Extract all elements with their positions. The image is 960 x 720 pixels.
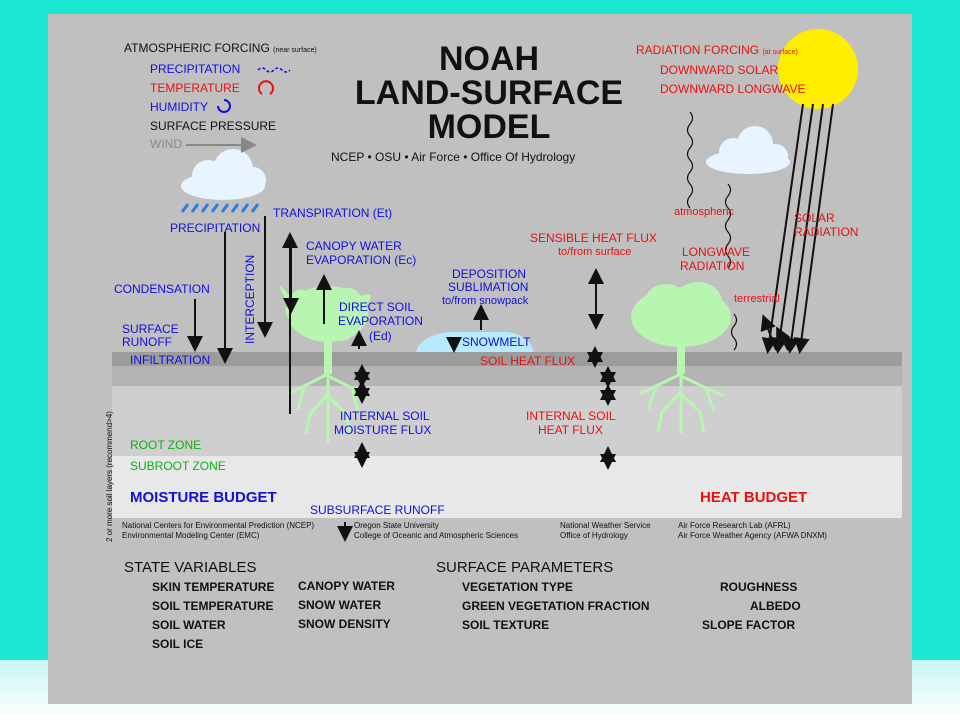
root-zone-band (112, 386, 902, 456)
credit-af-1: Air Force Research Lab (AFRL) (678, 521, 791, 530)
label-solar-1: SOLAR (794, 211, 835, 225)
label-longwave-2: RADIATION (680, 259, 745, 273)
label-snowmelt: SNOWMELT (462, 335, 531, 349)
label-terrestrial: terrestrial (734, 293, 780, 305)
forcing-temperature: TEMPERATURE (150, 81, 240, 95)
diagram-graphics (180, 29, 858, 542)
label-interception: INTERCEPTION (243, 254, 257, 344)
atmospheric-forcing-header: ATMOSPHERIC FORCING (near surface) (124, 41, 317, 55)
surface-param-item: ALBEDO (750, 599, 801, 613)
state-variables-header: STATE VARIABLES (124, 559, 257, 576)
surface-parameters-header: SURFACE PARAMETERS (436, 559, 614, 576)
state-var-item: SNOW WATER (298, 598, 382, 612)
label-internal-heat-1: INTERNAL SOIL (526, 409, 616, 423)
label-solar-2: RADIATION (794, 225, 859, 239)
label-transpiration: TRANSPIRATION (Et) (273, 206, 393, 220)
top-soil-band (112, 366, 902, 386)
label-infiltration: INFILTRATION (130, 353, 211, 367)
label-canopy-water-2: EVAPORATION (Ec) (306, 253, 417, 267)
credit-osu-1: Oregon State University (354, 521, 439, 530)
surface-param-item: SLOPE FACTOR (702, 618, 796, 632)
subroot-zone-band (112, 456, 902, 518)
title-line-1: NOAH (438, 40, 540, 78)
label-deposition-2: SUBLIMATION (448, 280, 529, 294)
state-var-item: SNOW DENSITY (298, 617, 391, 631)
credit-ncep-2: Environmental Modeling Center (EMC) (122, 531, 260, 540)
label-direct-soil-3: (Ed) (369, 329, 392, 343)
label-soil-layers-note: 2 or more soil layers (recommend>4) (105, 411, 114, 542)
radiation-forcing-header: RADIATION FORCING (at surface) (636, 43, 798, 57)
state-var-item: SOIL WATER (152, 618, 226, 632)
label-deposition-1: DEPOSITION (452, 267, 527, 281)
surface-param-item: SOIL TEXTURE (462, 618, 550, 632)
label-precipitation: PRECIPITATION (170, 221, 261, 235)
label-deposition-3: to/from snowpack (442, 295, 529, 307)
label-moisture-budget: MOISTURE BUDGET (130, 489, 277, 506)
title-line-2: LAND-SURFACE (354, 74, 624, 112)
label-root-zone: ROOT ZONE (130, 438, 202, 452)
label-direct-soil-1: DIRECT SOIL (339, 300, 415, 314)
label-sensible-heat-1: SENSIBLE HEAT FLUX (530, 231, 657, 245)
label-canopy-water-1: CANOPY WATER (306, 239, 402, 253)
credit-nws-2: Office of Hydrology (560, 531, 628, 540)
credit-af-2: Air Force Weather Agency (AFWA DNXM) (678, 531, 827, 540)
title-line-3: MODEL (427, 108, 551, 146)
forcing-wind: WIND (150, 137, 182, 151)
radiation-downward-solar: DOWNWARD SOLAR (660, 63, 779, 77)
subtitle: NCEP • OSU • Air Force • Office Of Hydro… (331, 150, 576, 164)
label-direct-soil-2: EVAPORATION (338, 314, 423, 328)
page-title: NOAH LAND-SURFACE MODEL (348, 42, 630, 144)
label-subsurface-runoff: SUBSURFACE RUNOFF (310, 503, 445, 517)
credit-ncep-1: National Centers for Environmental Predi… (122, 521, 315, 530)
credit-nws-1: National Weather Service (560, 521, 651, 530)
forcing-humidity: HUMIDITY (150, 100, 208, 114)
surface-param-item: VEGETATION TYPE (462, 580, 573, 594)
label-condensation: CONDENSATION (114, 282, 210, 296)
label-soil-heat-flux: SOIL HEAT FLUX (480, 354, 576, 368)
left-tree-icon (279, 285, 371, 444)
label-internal-heat-2: HEAT FLUX (538, 423, 603, 437)
label-surface-runoff-2: RUNOFF (122, 335, 172, 349)
label-sensible-heat-2: to/from surface (558, 246, 632, 258)
state-var-item: SOIL ICE (152, 637, 204, 651)
surface-layer-band (112, 352, 902, 366)
label-surface-runoff-1: SURFACE (122, 322, 179, 336)
label-subroot-zone: SUBROOT ZONE (130, 459, 226, 473)
state-var-item: CANOPY WATER (298, 579, 395, 593)
rain-cloud-icon (180, 149, 266, 213)
label-internal-moisture-1: INTERNAL SOIL (340, 409, 430, 423)
surface-param-item: ROUGHNESS (720, 580, 798, 594)
label-longwave-1: LONGWAVE (682, 245, 751, 259)
label-heat-budget: HEAT BUDGET (700, 489, 808, 506)
label-internal-moisture-2: MOISTURE FLUX (334, 423, 432, 437)
surface-param-item: GREEN VEGETATION FRACTION (462, 599, 650, 613)
cloud-icon (706, 126, 790, 174)
diagram-panel: NOAH LAND-SURFACE MODEL NCEP • OSU • Air… (48, 14, 912, 704)
state-var-item: SKIN TEMPERATURE (152, 580, 275, 594)
forcing-surface-pressure: SURFACE PRESSURE (150, 119, 277, 133)
radiation-downward-longwave: DOWNWARD LONGWAVE (660, 82, 806, 96)
right-tree-icon (631, 282, 731, 434)
snowpack-shape (416, 332, 534, 352)
label-atmospheric: atmospheric (674, 206, 734, 218)
credit-osu-2: College of Oceanic and Atmospheric Scien… (354, 531, 519, 540)
forcing-precipitation: PRECIPITATION (150, 62, 241, 76)
sun-icon (778, 29, 858, 109)
state-var-item: SOIL TEMPERATURE (152, 599, 274, 613)
